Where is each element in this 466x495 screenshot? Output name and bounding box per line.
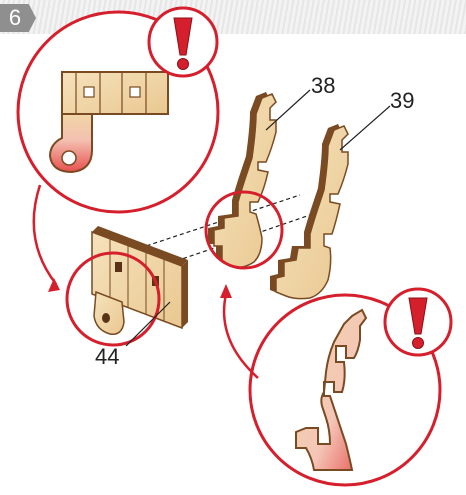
part-label-44: 44 [95,346,119,368]
warning-exclamation-icon [385,289,451,355]
zoom-circle-bottom-right [250,289,451,485]
part-label-39: 39 [390,90,414,112]
part-44-panel [92,226,188,334]
part-label-38: 38 [311,75,335,97]
warning-exclamation-icon [149,8,217,76]
zoom-circle-top-left [18,8,218,212]
part-39-leg [270,124,348,299]
connector-arrow-top [34,185,60,292]
